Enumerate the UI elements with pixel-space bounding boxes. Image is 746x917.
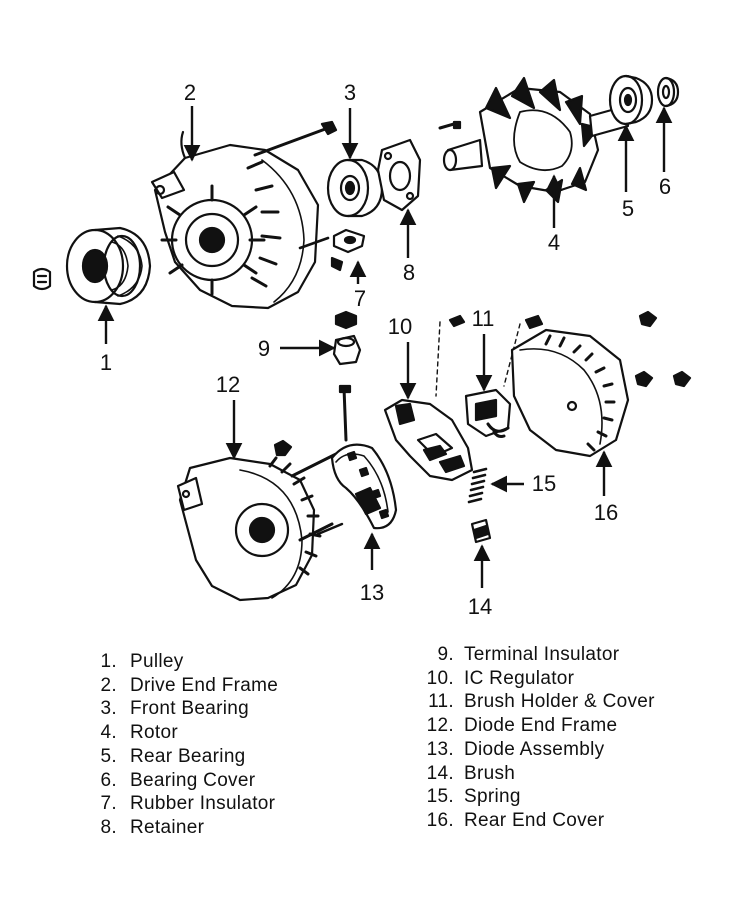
callout-arrows — [97, 106, 673, 588]
front-bearing — [326, 158, 384, 218]
bearing-cover — [656, 76, 680, 108]
legend-label: Terminal Insulator — [464, 644, 620, 665]
legend-label: Rubber Insulator — [130, 793, 276, 815]
pulley — [65, 226, 152, 306]
legend-label: Diode Assembly — [464, 738, 605, 760]
callout-6: 6 — [659, 174, 671, 199]
callout-15: 15 — [532, 471, 556, 496]
callout-10: 10 — [388, 314, 412, 339]
callout-14: 14 — [468, 594, 492, 619]
legend-number: 15. — [426, 786, 454, 808]
callout-4: 4 — [548, 230, 560, 255]
legend-item: 7. Rubber Insulator — [86, 792, 278, 816]
legend-label: Diode End Frame — [464, 715, 618, 737]
pulley-nut — [32, 267, 52, 291]
callout-2: 2 — [184, 80, 196, 105]
legend-number: 3. — [100, 698, 117, 720]
legend-label: Pulley — [130, 651, 184, 672]
legend-number: 4. — [100, 722, 117, 744]
legend-item: 16. Rear End Cover — [418, 809, 655, 833]
callout-12: 12 — [216, 372, 240, 397]
legend-item: 10. IC Regulator — [418, 667, 655, 691]
legend-number: 7. — [100, 793, 117, 815]
rear-end-cover — [510, 310, 692, 458]
callout-8: 8 — [403, 260, 415, 285]
legend-label: IC Regulator — [464, 667, 575, 689]
legend-item: 9. Terminal Insulator — [418, 643, 655, 667]
legend-item: 8. Retainer — [86, 816, 278, 840]
legend-number: 13. — [426, 738, 454, 760]
rotor — [438, 76, 630, 204]
legend-label: Spring — [464, 786, 521, 808]
callout-9: 9 — [258, 336, 270, 361]
ic-regulator — [383, 314, 474, 482]
legend-label: Rear End Cover — [464, 809, 605, 831]
callout-numbers: 1 2 3 4 5 6 7 8 9 10 11 12 13 14 15 16 — [100, 80, 671, 619]
callout-7: 7 — [354, 286, 366, 311]
legend-number: 14. — [426, 762, 454, 784]
legend-item: 12. Diode End Frame — [418, 714, 655, 738]
legend-label: Bearing Cover — [130, 769, 256, 791]
legend-number: 5. — [100, 745, 117, 767]
legend-item: 14. Brush — [418, 762, 655, 786]
legend-number: 1. — [100, 651, 117, 672]
legend-item: 15. Spring — [418, 785, 655, 809]
retainer — [376, 138, 422, 212]
legend-number: 11. — [428, 691, 454, 713]
legend-item: 5. Rear Bearing — [86, 745, 278, 769]
legend-item: 3. Front Bearing — [86, 697, 278, 721]
legend-item: 13. Diode Assembly — [418, 738, 655, 762]
legend-label: Retainer — [130, 816, 205, 838]
legend-item: 2. Drive End Frame — [86, 674, 278, 698]
legend-number: 8. — [100, 816, 117, 838]
legend-item: 6. Bearing Cover — [86, 769, 278, 793]
legend-number: 9. — [437, 644, 454, 665]
legend-number: 16. — [426, 809, 454, 831]
legend-label: Drive End Frame — [130, 674, 279, 696]
legend-item: 1. Pulley — [86, 650, 278, 674]
legend-item: 11. Brush Holder & Cover — [418, 690, 655, 714]
callout-5: 5 — [622, 196, 634, 221]
legend-label: Brush Holder & Cover — [464, 691, 655, 713]
legend-number: 6. — [100, 769, 117, 791]
legend-label: Brush — [464, 762, 516, 784]
legend-right-column: 9. Terminal Insulator 10. IC Regulator 11.… — [418, 643, 655, 833]
terminal-insulator — [332, 310, 362, 366]
legend-number: 2. — [100, 674, 117, 696]
callout-16: 16 — [594, 500, 618, 525]
drive-end-frame — [150, 120, 338, 310]
callout-13: 13 — [360, 580, 384, 605]
rear-bearing — [608, 74, 654, 126]
diode-end-frame — [176, 439, 344, 602]
spring — [467, 467, 488, 504]
legend-number: 12. — [426, 715, 454, 737]
brush-holder — [464, 314, 544, 438]
callout-1: 1 — [100, 350, 112, 375]
legend-item: 4. Rotor — [86, 721, 278, 745]
legend-label: Front Bearing — [130, 698, 250, 720]
legend-number: 10. — [426, 667, 454, 689]
callout-11: 11 — [472, 306, 495, 331]
callout-3: 3 — [344, 80, 356, 105]
legend-label: Rotor — [130, 722, 178, 744]
brush — [470, 518, 492, 544]
legend-label: Rear Bearing — [130, 745, 246, 767]
legend-left-column: 1. Pulley 2. Drive End Frame 3. Front Beari… — [86, 650, 278, 840]
rubber-insulator — [330, 228, 366, 272]
diode-assembly — [330, 384, 398, 530]
